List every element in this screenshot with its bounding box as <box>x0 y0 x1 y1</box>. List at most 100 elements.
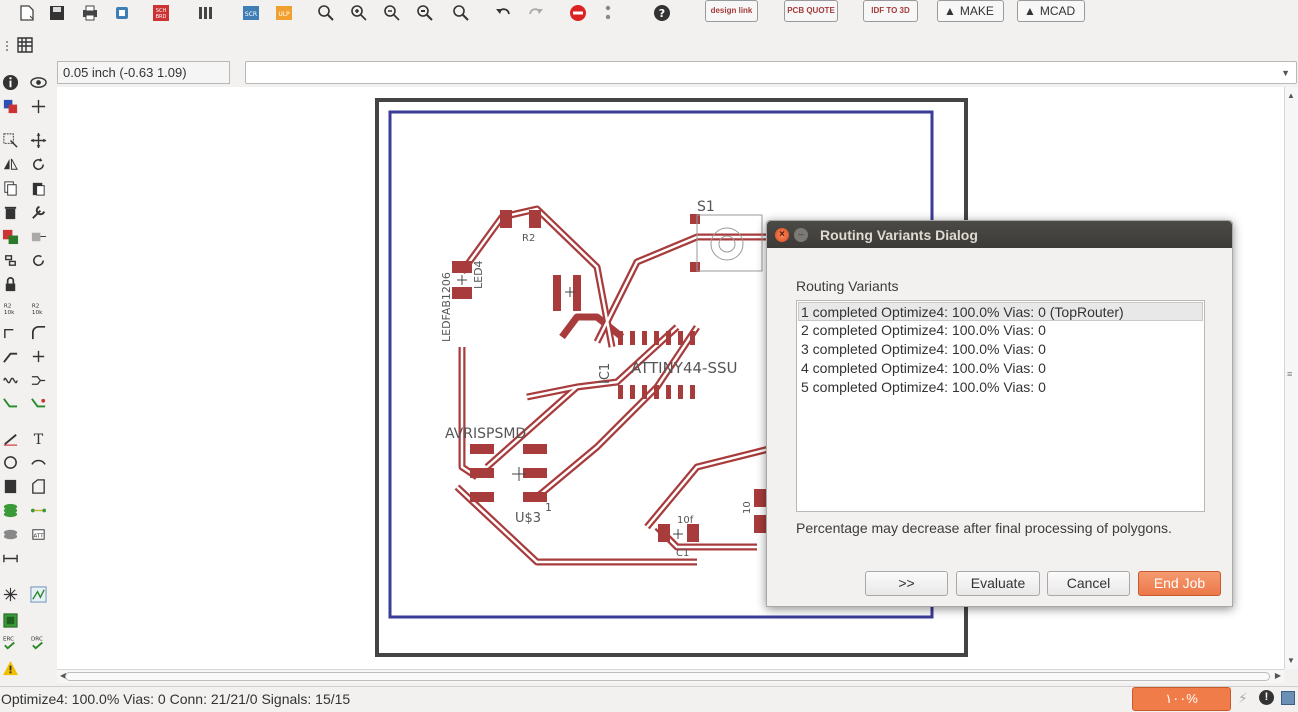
variant-row[interactable]: 5 completed Optimize4: 100.0% Vias: 0 <box>801 379 1046 395</box>
mirror-icon[interactable] <box>0 154 20 174</box>
dialog-titlebar[interactable]: × – Routing Variants Dialog <box>767 221 1232 248</box>
label-led4: LED4 <box>472 260 485 289</box>
vertical-scrollbar[interactable]: ▲ ≡ ▼ <box>1284 87 1298 669</box>
dimension-icon[interactable] <box>0 548 20 568</box>
zoom-in-icon[interactable] <box>348 2 370 24</box>
help-icon[interactable]: ? <box>651 2 673 24</box>
ripup-icon[interactable] <box>28 394 48 414</box>
route-icon[interactable] <box>0 394 20 414</box>
circle-icon[interactable] <box>0 452 20 472</box>
make-button[interactable]: ▲MAKE <box>937 0 1004 22</box>
hole-icon[interactable] <box>0 524 20 544</box>
variant-row[interactable]: 1 completed Optimize4: 100.0% Vias: 0 (T… <box>798 302 1203 321</box>
next-button[interactable]: >> <box>865 571 948 596</box>
progress-stop-button[interactable]: ١٠٠% <box>1132 687 1231 711</box>
autorouter-icon[interactable] <box>0 584 20 604</box>
grid-icon[interactable] <box>14 34 36 56</box>
mcad-button[interactable]: ▲MCAD <box>1017 0 1085 22</box>
redo-icon[interactable] <box>525 2 547 24</box>
idf-to-3d-button[interactable]: IDF TO 3D <box>863 0 918 22</box>
lock-icon[interactable] <box>0 274 20 294</box>
evaluate-button[interactable]: Evaluate <box>956 571 1040 596</box>
info-icon[interactable] <box>0 72 20 92</box>
attribute-icon[interactable]: ATT <box>28 524 48 544</box>
zoom-fit-icon[interactable] <box>315 2 337 24</box>
save-icon[interactable] <box>46 2 68 24</box>
close-icon[interactable]: × <box>775 228 789 242</box>
design-link-button[interactable]: design link <box>705 0 758 22</box>
horizontal-scrollbar[interactable]: ◀ ▶ <box>57 669 1284 683</box>
polygon-icon[interactable] <box>28 476 48 496</box>
cancel-button[interactable]: Cancel <box>1047 571 1130 596</box>
show-icon[interactable] <box>28 72 48 92</box>
route-multi-icon[interactable] <box>28 370 48 390</box>
split-icon[interactable] <box>0 250 20 270</box>
label-10f: 10f <box>677 515 694 526</box>
copy-icon[interactable] <box>0 178 20 198</box>
end-job-button[interactable]: End Job <box>1138 571 1221 596</box>
scroll-down-icon[interactable]: ▼ <box>1287 656 1295 665</box>
rotate-icon[interactable] <box>28 154 48 174</box>
signal-icon[interactable] <box>28 500 48 520</box>
pcb-quote-button[interactable]: PCB QUOTE <box>784 0 838 22</box>
lightning-icon[interactable]: ⚡ <box>1238 690 1248 706</box>
label-r2: R2 <box>522 233 535 244</box>
chevron-down-icon[interactable]: ▼ <box>1281 68 1290 78</box>
ratsnest-icon[interactable] <box>28 584 48 604</box>
stop-icon[interactable] <box>567 2 589 24</box>
split-wire-icon[interactable] <box>0 346 20 366</box>
delete-icon[interactable] <box>0 202 20 222</box>
change-icon[interactable] <box>28 202 48 222</box>
variants-list[interactable]: 1 completed Optimize4: 100.0% Vias: 0 (T… <box>796 300 1205 512</box>
command-input[interactable]: ▼ <box>245 61 1297 84</box>
ulp-icon[interactable]: ULP <box>273 2 295 24</box>
variant-row[interactable]: 4 completed Optimize4: 100.0% Vias: 0 <box>801 360 1046 376</box>
rect-icon[interactable] <box>0 476 20 496</box>
variant-row[interactable]: 3 completed Optimize4: 100.0% Vias: 0 <box>801 341 1046 357</box>
undo-icon[interactable] <box>492 2 514 24</box>
select-icon[interactable] <box>0 130 20 150</box>
svg-text:10k: 10k <box>31 310 42 316</box>
minimize-icon[interactable]: – <box>794 228 808 242</box>
add-icon[interactable] <box>0 226 20 246</box>
zoom-select-icon[interactable] <box>450 2 472 24</box>
move-icon[interactable] <box>28 130 48 150</box>
scroll-right-icon[interactable]: ▶ <box>1274 671 1281 680</box>
arc-icon[interactable] <box>28 452 48 472</box>
variant-row[interactable]: 2 completed Optimize4: 100.0% Vias: 0 <box>801 322 1046 338</box>
scroll-left-icon[interactable]: ◀ <box>60 671 67 680</box>
lock-rotate-icon[interactable] <box>28 250 48 270</box>
meander-icon[interactable] <box>0 370 20 390</box>
drc-icon[interactable]: DRC <box>28 632 48 652</box>
text-icon[interactable]: T <box>28 428 48 448</box>
scroll-thumb[interactable] <box>65 672 1270 681</box>
print-icon[interactable] <box>79 2 101 24</box>
cam-icon[interactable] <box>111 2 133 24</box>
library-icon[interactable] <box>195 2 217 24</box>
via-icon[interactable] <box>0 500 20 520</box>
erc-board-icon[interactable] <box>0 610 20 630</box>
scroll-up-icon[interactable]: ▲ <box>1287 91 1295 100</box>
optimize-icon[interactable] <box>28 346 48 366</box>
pads <box>452 210 766 542</box>
go-icon[interactable] <box>597 2 619 24</box>
warning-icon[interactable] <box>0 658 20 678</box>
layer-icon[interactable] <box>0 96 20 116</box>
smash-icon[interactable] <box>0 322 20 342</box>
zoom-out-icon[interactable] <box>381 2 403 24</box>
open-icon[interactable] <box>16 2 38 24</box>
mode-icon[interactable] <box>1281 691 1295 705</box>
erc-icon[interactable]: ERC <box>0 632 20 652</box>
miter-icon[interactable] <box>28 322 48 342</box>
replace-icon[interactable] <box>28 226 48 246</box>
scr-icon[interactable]: SCR <box>240 2 262 24</box>
info-status-icon[interactable]: ! <box>1259 690 1274 705</box>
svg-text:T: T <box>33 432 43 447</box>
zoom-redraw-icon[interactable] <box>414 2 436 24</box>
mark-icon[interactable] <box>28 96 48 116</box>
wire-icon[interactable] <box>0 428 20 448</box>
paste-icon[interactable] <box>28 178 48 198</box>
